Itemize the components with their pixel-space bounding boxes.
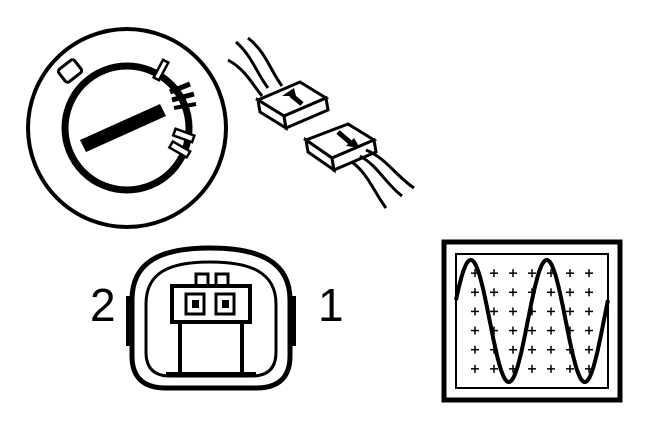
pin-label-1: 1 (318, 279, 344, 331)
connector-right-rib (288, 296, 296, 346)
connector-lower-body (178, 320, 244, 376)
ignition-key-blade (80, 104, 166, 152)
two-pin-connector (126, 245, 296, 391)
ignition-active-indicator (169, 81, 197, 110)
pin-2-terminal (192, 300, 199, 308)
upper-wire-2 (247, 36, 284, 87)
ignition-position-on-marker (151, 58, 171, 82)
ignition-switch (26, 27, 228, 229)
upper-arrow-icon (282, 88, 304, 106)
connector-left-rib (126, 296, 134, 346)
ignition-position-off-marker (56, 58, 84, 84)
lower-wire-1 (359, 154, 403, 198)
lower-connector-housing (302, 122, 378, 174)
pin-housing (170, 284, 252, 324)
pin-1-terminal (222, 300, 229, 308)
upper-wire-1 (235, 40, 270, 89)
upper-wire-3 (227, 58, 264, 97)
oscilloscope-sine-waveform (454, 258, 610, 384)
oscilloscope (441, 239, 623, 403)
lower-wire-3 (351, 160, 388, 209)
ignition-position-start-marker (167, 127, 197, 160)
wire-connector-pair (227, 36, 415, 209)
pin-label-2: 2 (90, 279, 116, 331)
lower-wire-2 (365, 148, 415, 190)
lower-arrow-icon (336, 130, 360, 148)
